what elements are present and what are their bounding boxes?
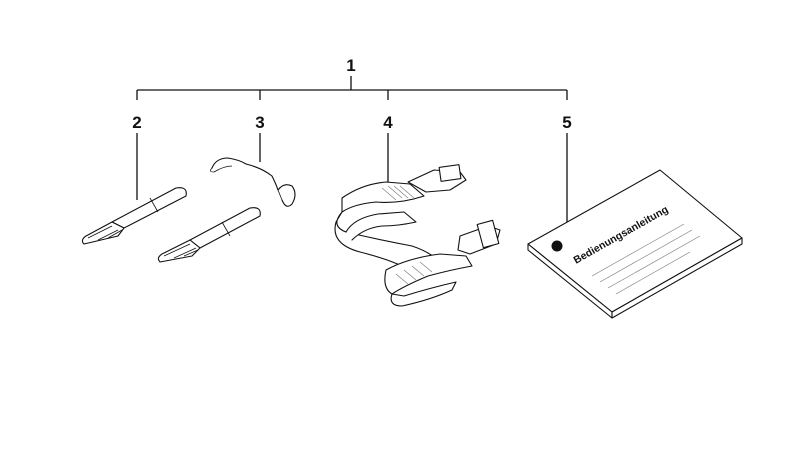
callout-2: 2 [132, 113, 141, 132]
manual-booklet-part: Bedienungsanleitung [527, 169, 743, 319]
callout-4: 4 [383, 113, 393, 132]
strap-part-lower [157, 207, 261, 263]
strap-part-upper [81, 187, 187, 245]
callout-1: 1 [346, 56, 355, 75]
callout-bracket [136, 76, 568, 100]
manual-text-lines [591, 223, 701, 295]
callout-5: 5 [562, 113, 571, 132]
brand-logo-icon [551, 240, 563, 252]
callout-3: 3 [255, 113, 264, 132]
wire-clip-part [210, 157, 296, 207]
harness-belt-part [334, 164, 501, 307]
